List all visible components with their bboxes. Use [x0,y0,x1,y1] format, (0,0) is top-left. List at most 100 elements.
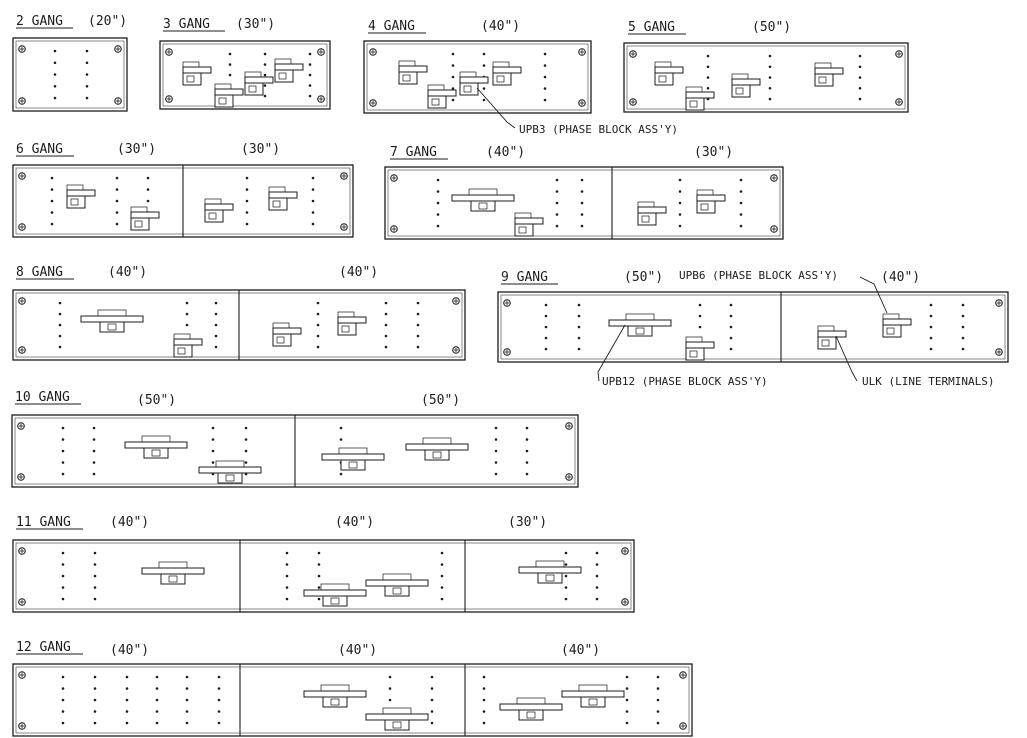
mounting-hole [50,211,54,214]
phase-block-assembly [141,561,205,585]
line-terminal-block [685,86,715,111]
mounting-hole [244,461,248,464]
mounting-hole [155,710,159,713]
mounting-hole [698,314,702,318]
mounting-hole [155,698,159,702]
section-size-label: (30") [236,17,275,32]
mounting-hole [58,345,62,349]
mounting-hole [706,65,710,69]
block-top-rail [97,309,127,317]
section-size-label: (50") [752,20,791,35]
mounting-hole [580,224,584,228]
mounting-hole [155,721,159,725]
panel-6-gang [12,164,354,238]
block-top-rail [215,460,245,468]
block-bus-bar [198,466,262,474]
block-bus-bar [141,567,205,575]
section-size-label: (50") [137,393,176,408]
section-size-label: (40") [338,643,377,658]
mounting-hole [316,312,320,316]
block-arm [814,67,844,75]
line-terminal-block [274,58,304,83]
line-terminal-block [459,71,489,96]
block-bus-bar [321,453,385,461]
annotations-layer: UPB3 (PHASE BLOCK ASS'Y) UPB6 (PHASE BLO… [476,87,994,388]
mounting-hole [285,551,289,555]
mounting-hole [50,176,54,180]
block-arm [268,191,298,199]
mounting-hole [50,222,54,226]
mounting-hole [317,563,321,566]
mounting-hole [93,597,97,601]
block-arm [173,338,203,346]
mounting-hole [416,301,420,305]
mounting-hole [436,213,440,216]
mounting-hole [185,675,189,679]
mounting-hole [436,190,440,193]
block-terminal [735,87,744,95]
mounting-hole [656,721,660,725]
mounting-hole [544,325,548,329]
mounting-hole [93,563,97,566]
block-arm [654,66,684,74]
mounting-hole [92,461,96,464]
mounting-hole [263,84,267,87]
mounting-hole [125,698,129,702]
mounting-hole [698,325,702,329]
mounting-hole [577,314,581,318]
block-terminal [330,698,340,706]
mounting-hole [308,52,312,56]
mounting-hole [388,687,392,690]
mounting-hole [61,449,65,453]
section-size-label: (40") [561,643,600,658]
line-terminal-block [685,336,715,361]
mounting-hole [440,586,444,589]
mounting-hole [729,303,733,307]
section-size-label: (40") [108,265,147,280]
mounting-hole [625,687,629,690]
panel-label: 6 GANG [16,142,63,157]
mounting-hole [525,438,529,441]
annotation-ulk: ULK (LINE TERMINALS) [862,375,994,388]
mounting-hole [739,190,743,193]
phase-block-assembly [124,435,188,459]
line-terminal-block [398,60,428,85]
section-size-label: (40") [110,643,149,658]
mounting-hole [543,75,547,79]
block-terminal [700,203,709,211]
mounting-hole [61,574,65,578]
mounting-hole [595,597,599,601]
block-top-rail [158,561,188,569]
mounting-hole [430,698,434,702]
mounting-hole [317,597,321,601]
block-arm [685,91,715,99]
mounting-hole [316,301,320,305]
block-terminal [107,323,117,331]
block-terminal [635,327,645,335]
mounting-hole [211,449,215,453]
mounting-hole [308,84,312,87]
phase-block-assembly [518,560,582,584]
mounting-hole [53,73,57,76]
mounting-hole [285,563,289,566]
mounting-hole [482,698,486,702]
mounting-hole [440,597,444,601]
block-bus-bar [405,443,469,451]
section-size-label: (30") [117,142,156,157]
mounting-hole [430,710,434,713]
phase-block-assembly [365,573,429,597]
phase-block-assembly [499,697,563,721]
mounting-hole [384,301,388,305]
mounting-hole [564,574,568,578]
block-arm [244,76,274,84]
mounting-hole [61,710,65,713]
mounting-hole [93,710,97,713]
mounting-hole [482,98,486,102]
mounting-hole [155,687,159,690]
section-size-label: (50") [421,393,460,408]
block-arm [427,89,457,97]
mounting-hole [564,551,568,555]
block-terminal [689,100,698,108]
mounting-hole [555,178,559,182]
block-terminal [478,202,488,210]
